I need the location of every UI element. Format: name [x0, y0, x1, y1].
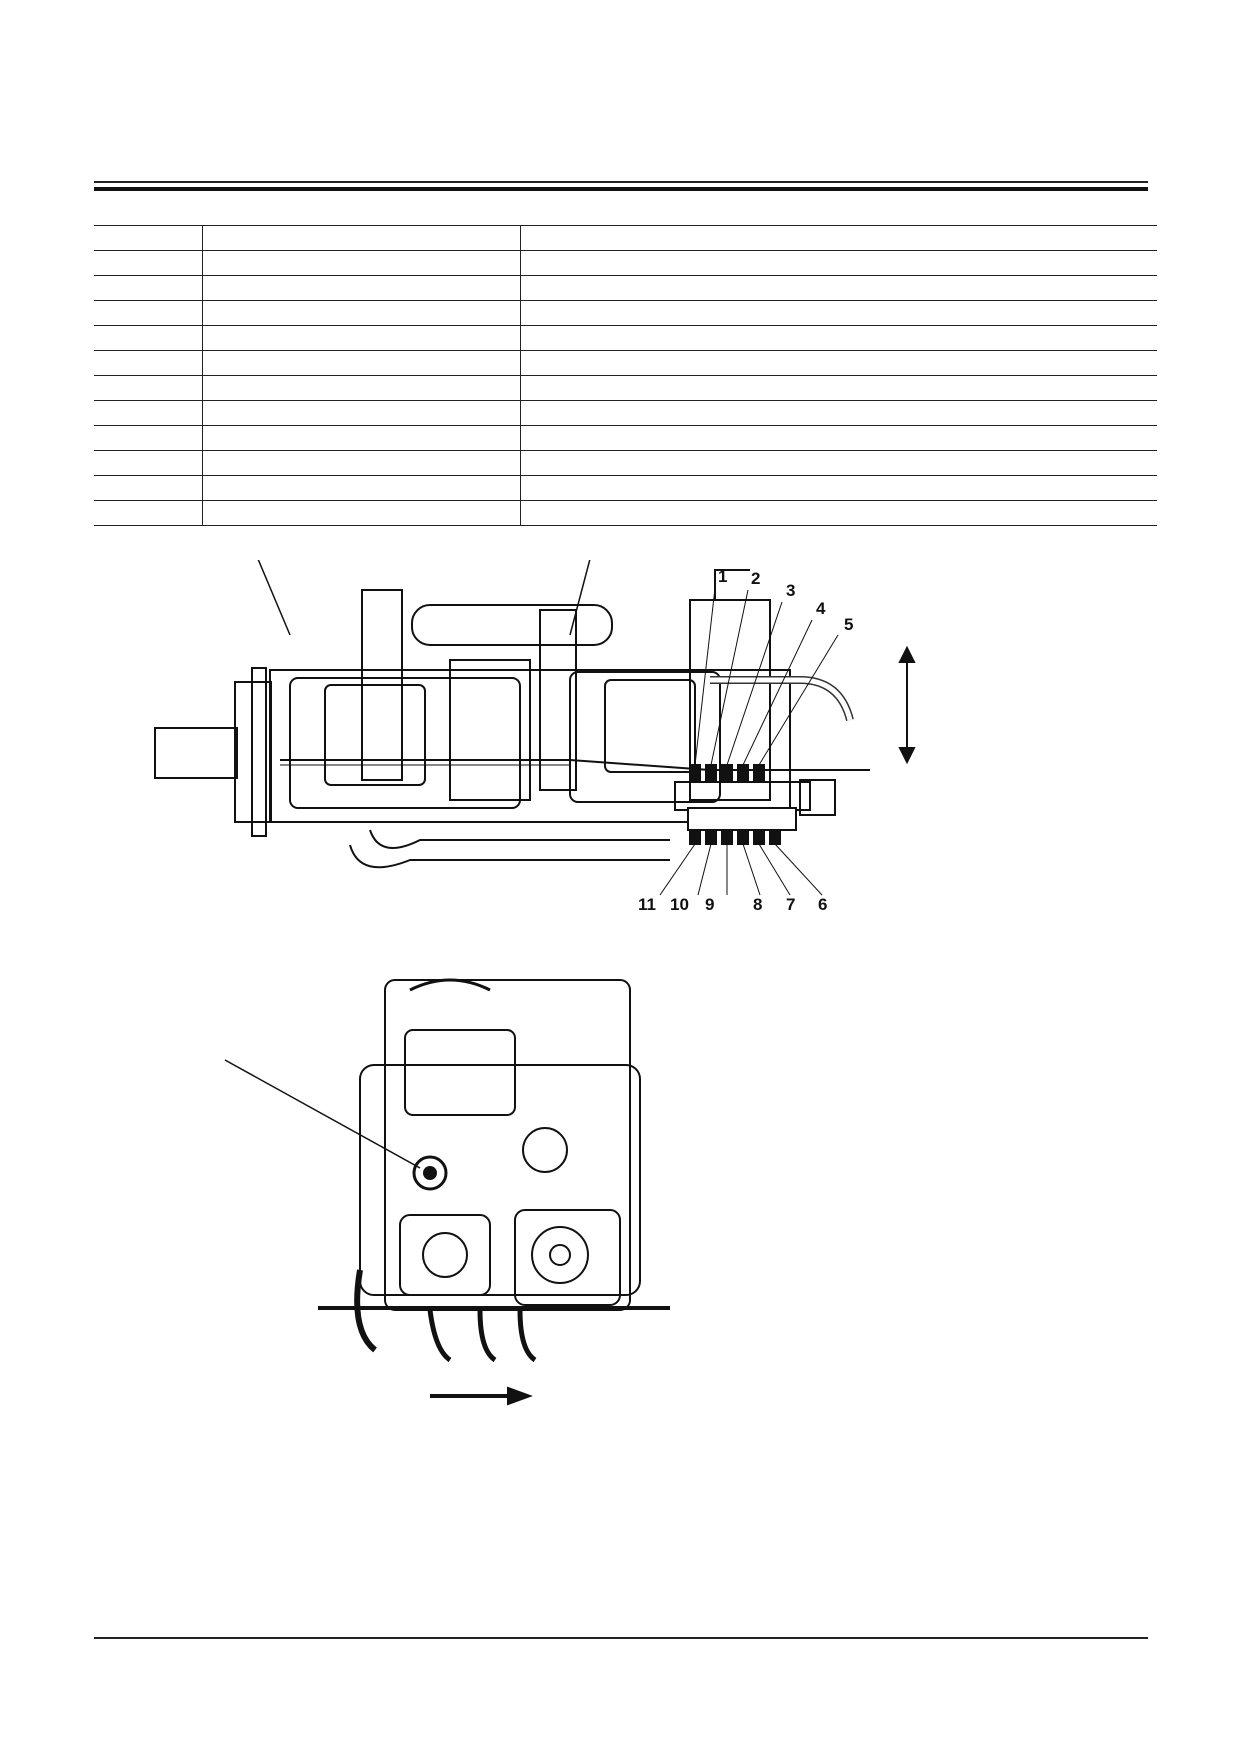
parts-table-cell: [519, 275, 1157, 301]
parts-table-body: [94, 225, 1157, 526]
callout-label: 5: [844, 615, 853, 634]
callout-label: 2: [751, 569, 760, 588]
parts-table-row: [94, 500, 1157, 526]
parts-table-row: [94, 300, 1157, 326]
parts-table-cell: [201, 325, 520, 351]
callout-label: 3: [786, 581, 795, 600]
vertical-direction-arrow: [898, 645, 916, 765]
parts-table-cell: [519, 450, 1157, 476]
parts-table-row: [94, 400, 1157, 426]
parts-table-row: [94, 275, 1157, 301]
front-pump-body: [289, 677, 521, 809]
parts-table-cell: [519, 250, 1157, 276]
parts-table-cell: [201, 250, 520, 276]
footer-rule: [94, 1637, 1148, 1639]
parts-table-cell: [201, 400, 520, 426]
leader-line-end-view: [224, 1059, 421, 1169]
parts-table-cell: [519, 225, 1157, 251]
drive-shaft: [154, 727, 238, 779]
pump-end-view: [224, 978, 670, 1406]
parts-table-cell: [519, 400, 1157, 426]
control-valve-block: [404, 1029, 516, 1116]
parts-table-cell: [201, 425, 520, 451]
parts-table-cell: [201, 375, 520, 401]
parts-table-cell: [519, 475, 1157, 501]
parts-table-cell: [519, 425, 1157, 451]
parts-table-cell: [94, 225, 202, 251]
callout-label: 6: [818, 895, 827, 914]
parts-table-row: [94, 350, 1157, 376]
pump-side-view: [154, 560, 916, 896]
parts-table-cell: [94, 450, 202, 476]
parts-table-cell: [519, 500, 1157, 526]
parts-table-row: [94, 450, 1157, 476]
callout-label: 11: [638, 895, 656, 914]
parts-table-cell: [94, 250, 202, 276]
header-rule-thick: [94, 187, 1148, 191]
crossover-pipe: [411, 604, 613, 646]
parts-table-row: [94, 425, 1157, 451]
parts-table-cell: [201, 500, 520, 526]
parts-table-row: [94, 475, 1157, 501]
callout-group-top: 1 2 3 45: [718, 567, 853, 634]
parts-table-cell: [94, 500, 202, 526]
leader-line-front-pump: [257, 560, 291, 636]
parts-table-cell: [94, 275, 202, 301]
parts-table-cell: [94, 425, 202, 451]
parts-table-cell: [201, 275, 520, 301]
parts-table-cell: [201, 350, 520, 376]
parts-table-cell: [201, 475, 520, 501]
parts-table-cell: [94, 325, 202, 351]
parts-table: [94, 225, 1157, 526]
parts-table-row: [94, 325, 1157, 351]
parts-table-row: [94, 375, 1157, 401]
callout-label: 10: [670, 895, 689, 914]
parts-table-cell: [519, 300, 1157, 326]
parts-table-cell: [201, 300, 520, 326]
parts-table-cell: [94, 350, 202, 376]
callout-label: 9: [705, 895, 714, 914]
callout-group-bottom: 11 10 9 8 7 6: [638, 895, 827, 914]
parts-table-row: [94, 225, 1157, 251]
parts-table-cell: [94, 475, 202, 501]
port-circle: [412, 1155, 448, 1191]
parts-table-row: [94, 250, 1157, 276]
parts-table-cell: [201, 450, 520, 476]
hydraulic-pump-assembly-figure: 1 2 3 45 11 10 9 8 7 6: [154, 560, 916, 1406]
header-rule-thin: [94, 181, 1148, 183]
parts-table-cell: [201, 225, 520, 251]
rear-pump-body: [569, 671, 721, 803]
parts-table-cell: [519, 325, 1157, 351]
callout-label: 4: [816, 599, 826, 618]
parts-table-cell: [94, 300, 202, 326]
parts-table-cell: [519, 350, 1157, 376]
parts-table-cell: [94, 400, 202, 426]
callout-label: 1: [718, 567, 727, 586]
callout-label: 7: [786, 895, 795, 914]
callout-label: 8: [753, 895, 762, 914]
parts-table-cell: [94, 375, 202, 401]
leader-line-rear-pump: [569, 560, 591, 636]
horizontal-direction-arrow: [430, 1386, 533, 1406]
parts-table-cell: [519, 375, 1157, 401]
